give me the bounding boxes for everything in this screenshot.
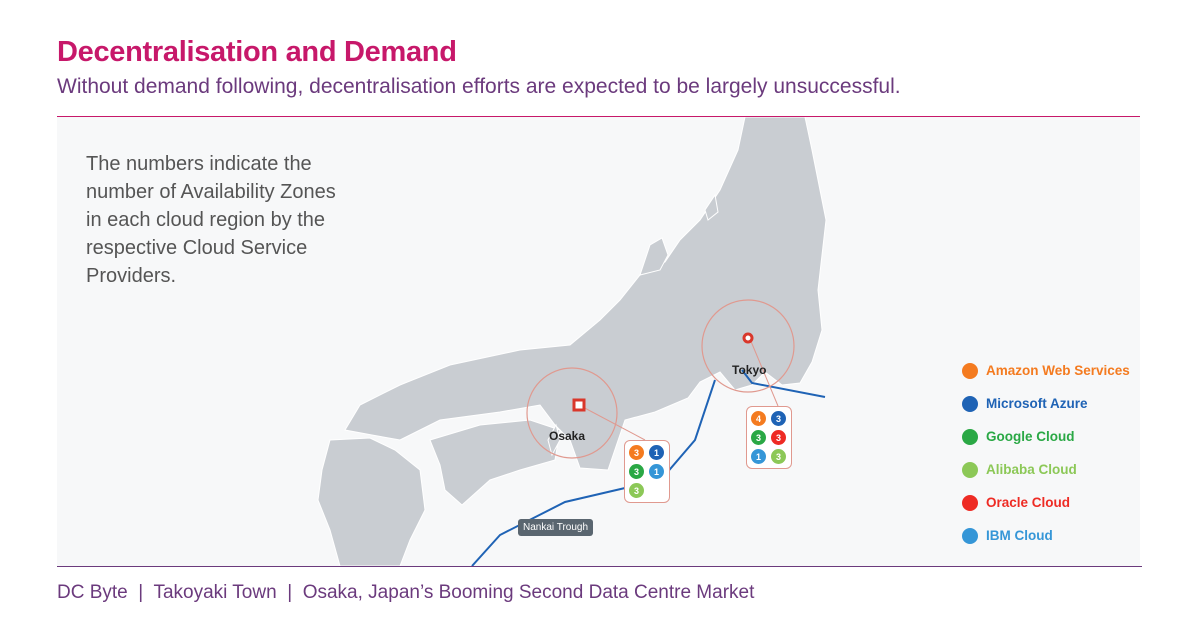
zone-badge-aws: 4: [751, 411, 766, 426]
legend-item-oracle: Oracle Cloud: [962, 486, 1130, 519]
sado-island: [704, 193, 719, 221]
legend-item-azure: Microsoft Azure: [962, 387, 1130, 420]
zone-badge-google: 3: [629, 464, 644, 479]
zone-badge-azure: 3: [771, 411, 786, 426]
kyushu-landmass: [317, 437, 426, 566]
zone-badge-ibm: 1: [649, 464, 664, 479]
zone-badge-azure: 1: [649, 445, 664, 460]
legend-item-alibaba: Alibaba Cloud: [962, 453, 1130, 486]
osaka-marker-icon: [572, 398, 586, 412]
legend-dot-icon: [962, 362, 978, 379]
zone-badge-alibaba: 3: [629, 483, 644, 498]
footer-divider: [57, 566, 1142, 567]
zone-badge-alibaba: 3: [771, 449, 786, 464]
legend-dot-icon: [962, 461, 978, 478]
legend-label: Alibaba Cloud: [986, 462, 1077, 477]
legend-item-google: Google Cloud: [962, 420, 1130, 453]
legend-label: Amazon Web Services: [986, 363, 1130, 378]
honshu-landmass: [344, 117, 827, 471]
legend-label: Google Cloud: [986, 429, 1075, 444]
zone-badge-oracle: 3: [771, 430, 786, 445]
noto-peninsula: [639, 237, 669, 276]
city-label-osaka: Osaka: [549, 429, 586, 443]
nankai-trough-label: Nankai Trough: [518, 519, 594, 536]
zone-badge-google: 3: [751, 430, 766, 445]
legend-label: IBM Cloud: [986, 528, 1053, 543]
legend-item-aws: Amazon Web Services: [962, 354, 1130, 387]
awaji-island: [547, 423, 561, 457]
legend-dot-icon: [962, 527, 978, 544]
shikoku-landmass: [429, 419, 561, 506]
sagami-trough-line: [741, 369, 826, 398]
zone-badge-ibm: 1: [751, 449, 766, 464]
legend-item-ibm: IBM Cloud: [962, 519, 1130, 552]
legend-dot-icon: [962, 395, 978, 412]
city-label-tokyo: Tokyo: [732, 363, 767, 377]
tokyo-marker-icon: [742, 332, 754, 344]
legend-dot-icon: [962, 494, 978, 511]
footer: DC Byte | Takoyaki Town | Osaka, Japan’s…: [57, 582, 755, 603]
divider: [57, 116, 1140, 117]
osaka-radius: [526, 367, 618, 459]
tokyo-radius: [701, 299, 795, 393]
legend-label: Oracle Cloud: [986, 495, 1071, 510]
page-title: Decentralisation and Demand: [57, 36, 457, 68]
zone-badge-aws: 3: [629, 445, 644, 460]
map-note: The numbers indicate the number of Avail…: [86, 153, 336, 287]
legend-dot-icon: [962, 428, 978, 445]
legend-label: Microsoft Azure: [986, 396, 1088, 411]
map-panel: [57, 117, 1140, 566]
page-subtitle: Without demand following, decentralisati…: [57, 75, 901, 98]
japan-map: [317, 117, 827, 566]
